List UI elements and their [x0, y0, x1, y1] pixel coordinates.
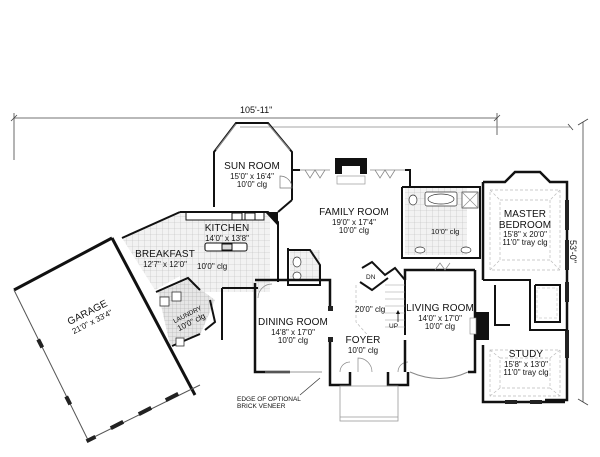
room-size: 15'0" x 16'4"	[230, 171, 274, 181]
brick-veneer-note: EDGE OF OPTIONAL BRICK VENEER	[237, 396, 301, 411]
room-size: 14'8" x 17'0"	[271, 327, 315, 337]
room-ceiling: 11'0" tray clg	[502, 238, 548, 248]
room-label-living-room: LIVING ROOM 14'0" x 17'0" 10'0" clg	[406, 303, 474, 331]
room-name-line1: MASTER	[503, 209, 547, 220]
room-size: 12'7" x 12'0"	[143, 259, 187, 269]
breakfast-ceiling: 10'0" clg	[197, 262, 228, 271]
room-name-line2: BEDROOM	[498, 219, 552, 231]
room-label-kitchen: KITCHEN 14'0" x 13'8"	[204, 223, 250, 243]
brick-veneer-leader	[299, 377, 321, 396]
room-name: FOYER	[345, 335, 381, 346]
entry-walls	[328, 372, 410, 387]
overall-depth-label: 53'-0"	[568, 240, 578, 263]
sun-room-walls	[213, 122, 293, 207]
garage-walls	[13, 236, 197, 396]
overall-width-dimension	[10, 113, 574, 160]
stair-down-label: DN	[366, 274, 376, 281]
room-label-foyer: FOYER 10'0" clg	[345, 335, 381, 355]
room-name: FAMILY ROOM	[319, 207, 389, 218]
room-ceiling: 10'0" clg	[424, 321, 456, 331]
room-ceiling: 10'0" clg	[277, 335, 309, 345]
room-label-dining-room: DINING ROOM 14'8" x 17'0" 10'0" clg	[258, 317, 328, 345]
family-room-french-doors	[300, 169, 405, 179]
room-size: 14'0" x 13'8"	[205, 233, 249, 243]
closet-walls	[483, 279, 567, 331]
master-bath-walls	[401, 186, 481, 259]
overall-width-label: 105'-11"	[240, 105, 273, 115]
note-line2: BRICK VENEER	[237, 402, 286, 410]
room-label-master-bedroom: MASTER BEDROOM 15'8" x 20'0" 11'0" tray …	[498, 209, 552, 248]
overall-depth-dimension	[577, 118, 589, 406]
room-ceiling: 10'0" clg	[236, 179, 268, 189]
room-name: DINING ROOM	[258, 317, 328, 328]
living-room-walls	[403, 268, 477, 374]
room-name: KITCHEN	[204, 223, 250, 234]
note-line1: EDGE OF OPTIONAL	[237, 396, 301, 403]
fireplace-family-room	[335, 158, 367, 185]
room-name: LIVING ROOM	[406, 303, 474, 314]
fireplace-living-room	[475, 312, 489, 340]
master-bath-ceiling: 10'0" clg	[431, 227, 460, 236]
room-ceiling: 10'0" clg	[347, 345, 379, 355]
room-ceiling: 11'0" tray clg	[503, 367, 549, 377]
staircase	[359, 260, 406, 335]
family-room-walls	[277, 169, 411, 213]
room-name: SUN ROOM	[224, 161, 280, 172]
foyer-stair-ceiling: 20'0" clg	[355, 305, 386, 314]
master-windows	[565, 200, 569, 358]
room-size: 15'8" x 13'0"	[504, 359, 548, 369]
room-label-breakfast: BREAKFAST 12'7" x 12'0"	[135, 249, 195, 269]
room-ceiling: 10'0" clg	[338, 225, 370, 235]
garage-door-markers	[36, 338, 180, 444]
stair-up-label: UP	[389, 323, 399, 330]
room-label-study: STUDY 15'8" x 13'0" 11'0" tray clg	[503, 349, 549, 377]
room-size: 14'0" x 17'0"	[418, 313, 462, 323]
room-label-sun-room: SUN ROOM 15'0" x 16'4" 10'0" clg	[224, 161, 280, 189]
room-size: 15'8" x 20'0"	[503, 230, 547, 239]
master-bedroom-walls	[481, 170, 569, 402]
room-name: BREAKFAST	[135, 249, 195, 260]
room-label-family-room: FAMILY ROOM 19'0" x 17'4" 10'0" clg	[319, 207, 389, 235]
room-name: STUDY	[508, 349, 544, 360]
room-size: 19'0" x 17'4"	[332, 217, 376, 227]
